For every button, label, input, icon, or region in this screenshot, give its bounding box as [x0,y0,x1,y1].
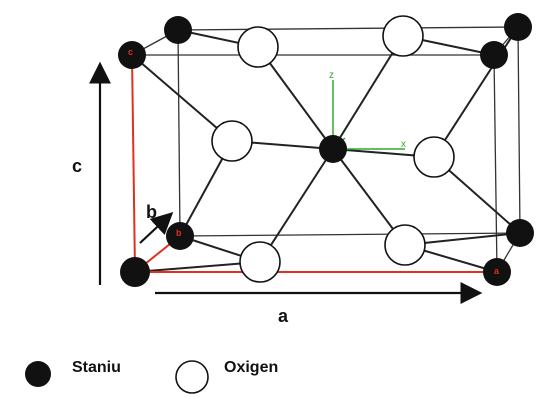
local-x-label: x [401,139,406,150]
axis-a-label: a [278,306,289,326]
axis-b-label: b [146,202,157,222]
oxygen-atom [382,15,424,57]
oxygen-atoms [211,15,455,283]
tin-atom [164,16,192,44]
oxygen-atom [237,26,279,68]
axis-arrows [89,61,483,304]
axis-c-label: c [72,156,82,176]
oxygen-atom [211,120,253,162]
legend-tin-label: Staniu [72,359,121,376]
tin-atom [319,135,347,163]
legend-tin-swatch [25,361,51,387]
tin-atom [118,41,146,69]
tin-atom [483,258,511,286]
local-z-label: z [329,70,334,81]
tin-atom [480,41,508,69]
axis-b-arrow [139,211,174,244]
oxygen-atom [384,224,426,266]
legend: Staniu Oxigen [25,359,278,394]
oxygen-atom [239,241,281,283]
tin-atoms [118,13,534,287]
corner-b-label: b [176,228,182,238]
oxygen-atom [413,136,455,178]
corner-a-label: a [494,266,500,276]
tin-atom [504,13,532,41]
tin-atom [506,219,534,247]
legend-oxygen-swatch [175,360,209,394]
legend-oxygen-label: Oxigen [224,359,278,376]
tin-atom [120,257,150,287]
corner-c-label: c [128,47,133,57]
